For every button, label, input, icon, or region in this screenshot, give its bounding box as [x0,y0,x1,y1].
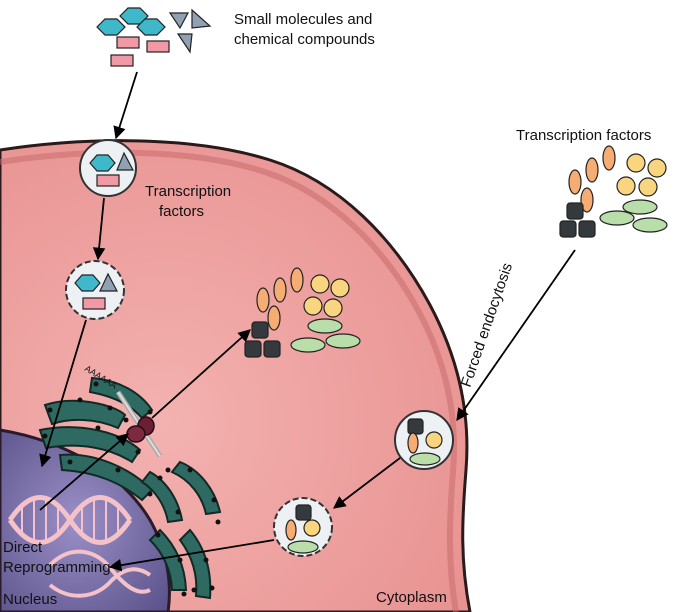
rectangle-icon [110,54,134,67]
hexagon-icon [89,154,116,172]
vesicle-transcription-factors [394,410,454,470]
triangle-icon [116,151,134,171]
endosome-transcription-factors [273,497,333,557]
forced-endocytosis-label: Forced endocytosis [458,261,516,390]
arrow-forced-endocytosis [456,249,576,422]
small-molecules-cluster [96,7,212,67]
cytoplasm-label: Cytoplasm [376,589,447,606]
small-molecules-label-line1: Small molecules and [234,11,372,28]
rectangle-icon [82,297,106,310]
rectangle-icon [146,40,170,53]
hexagon-icon [136,18,166,36]
rectangle-icon [116,36,140,49]
arrow-endosome-to-nucleus [39,319,87,468]
hexagon-icon [74,274,101,292]
arrow-molecules-to-vesicle [113,71,138,140]
nucleus-label: Nucleus [3,591,57,608]
transcription-factors-left-label-line1: Transcription [145,183,231,200]
direct-reprogramming-label-line1: Direct [3,539,43,556]
transcription-factors-left-label-line2: factors [159,203,204,220]
endosome-small-molecules [65,260,125,320]
vesicle-small-molecules [79,139,137,197]
direct-reprogramming-label-line2: Reprogramming [3,559,111,576]
triangle-icon [99,272,118,292]
cell-membrane-inner [0,149,459,612]
hexagon-icon [119,7,149,25]
triangle-icon [191,8,212,29]
arrow-nucleus-to-ribosome [39,433,129,511]
ribosome-icon [126,416,155,443]
arrows [39,71,576,572]
triangle-icon [168,12,189,30]
translated-transcription-factors [244,267,361,358]
transcription-factors-cluster-right [559,145,668,238]
arrow-vesicle-to-endosome-right [332,457,401,509]
hexagon-icon [96,18,126,36]
rectangle-icon [96,174,120,187]
small-molecules-label-line2: chemical compounds [234,31,375,48]
transcription-factors-right-label: Transcription factors [516,127,651,144]
arrow-endosome-to-nucleus-right [108,539,275,572]
triangle-icon [176,33,193,54]
arrow-ribosome-to-tfs [151,329,251,419]
arrow-vesicle-to-endosome [92,197,106,261]
